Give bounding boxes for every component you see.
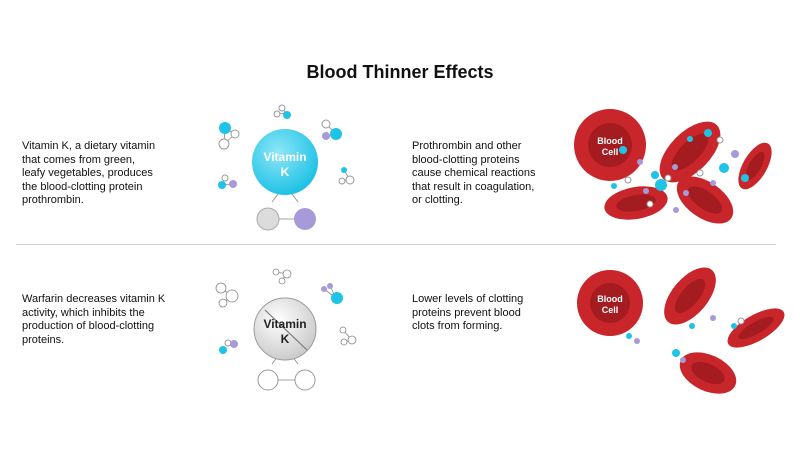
vitamin-k-label: Vitamin K <box>263 150 307 179</box>
warfarin-description: Warfarin decreases vitamin K activity, w… <box>22 293 166 346</box>
row-divider <box>16 244 776 245</box>
page-title: Blood Thinner Effects <box>306 62 494 82</box>
vitamin-k-description: Vitamin K, a dietary vitamin that comes … <box>22 140 156 206</box>
inhibited-vitamin-k-label: Vitamin K <box>263 317 307 346</box>
blood-cell-label: Blood Cell <box>597 136 623 157</box>
separated-blood-cell-label: Blood Cell <box>597 294 623 315</box>
prothrombin-description: Prothrombin and other blood-clotting pro… <box>412 140 536 206</box>
low-clotting-description: Lower levels of clotting proteins preven… <box>412 293 524 332</box>
